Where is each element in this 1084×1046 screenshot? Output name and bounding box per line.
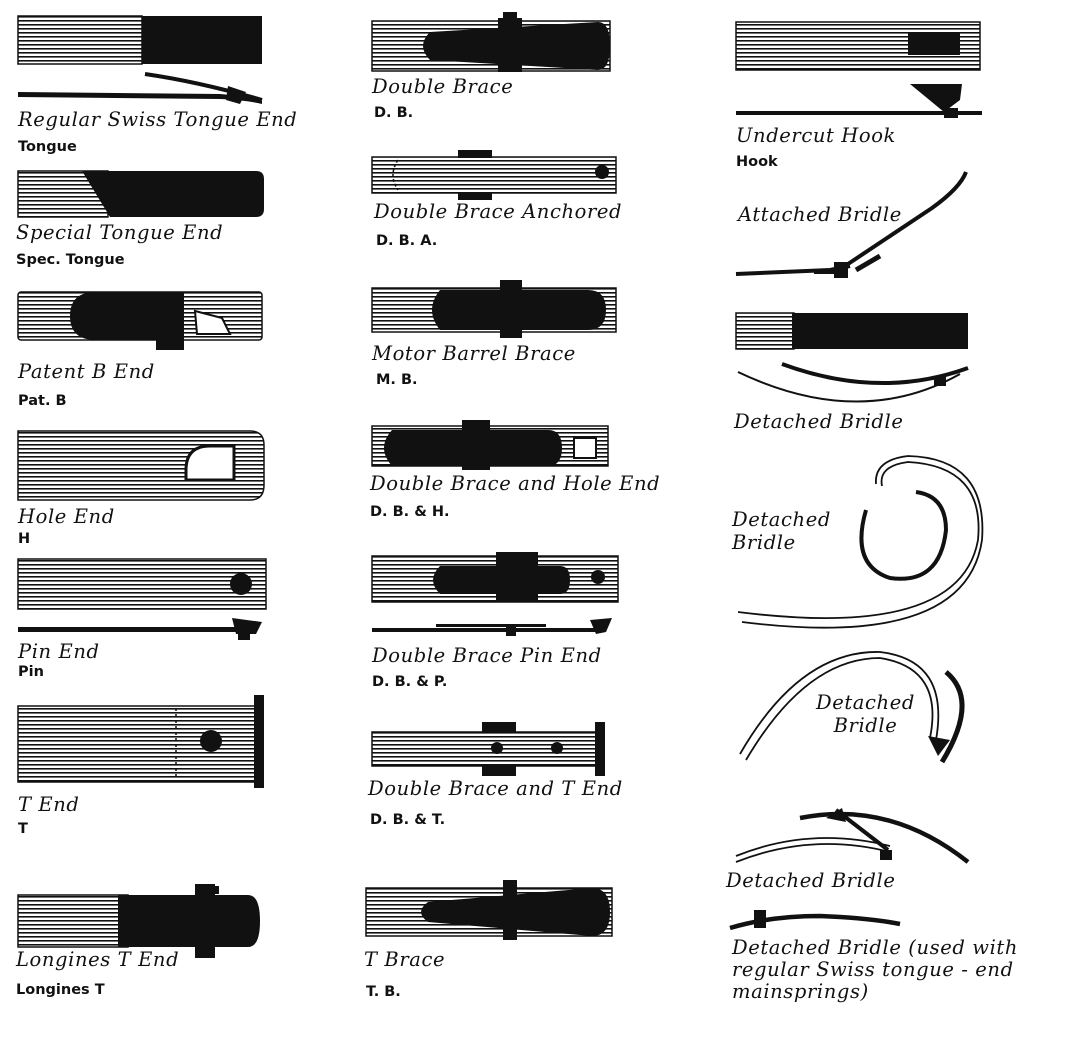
item-name: Detached Bridle (used with regular Swiss… <box>732 936 1019 1003</box>
item-abbreviation: Pin <box>18 664 44 680</box>
item-abbreviation: T <box>18 821 28 837</box>
double-brace-hole-end-illustration <box>371 420 609 470</box>
double-brace-illustration <box>371 12 611 72</box>
item-abbreviation: Hook <box>736 154 778 170</box>
detached-bridle-illustration-1 <box>735 312 969 403</box>
double-brace-t-end-illustration <box>371 722 605 776</box>
item-abbreviation: D. B. & P. <box>372 674 448 690</box>
detached-bridle-illustration-3 <box>739 651 965 764</box>
item-name: Detached Bridle <box>734 410 904 433</box>
item-abbreviation: Spec. Tongue <box>16 252 125 268</box>
item-name: Detached Bridle <box>726 869 896 892</box>
item-abbreviation: Tongue <box>18 139 77 155</box>
item-name: T Brace <box>364 948 446 971</box>
item-name: Regular Swiss Tongue End <box>18 108 298 131</box>
undercut-hook-illustration <box>735 21 982 118</box>
t-brace-illustration <box>365 880 613 940</box>
item-name: Longines T End <box>16 948 180 971</box>
item-name: Double Brace Anchored <box>374 200 623 223</box>
item-name: Special Tongue End <box>16 221 224 244</box>
item-name: Double Brace and T End <box>368 777 623 800</box>
item-abbreviation: D. B. & H. <box>370 504 450 520</box>
longines-t-end-illustration <box>17 884 260 958</box>
attached-bridle-illustration <box>735 171 968 278</box>
item-abbreviation: H <box>18 531 31 547</box>
item-abbreviation: Pat. B <box>18 393 67 409</box>
double-brace-anchored-illustration <box>371 150 617 200</box>
item-name: Double Brace Pin End <box>372 644 602 667</box>
item-name: Pin End <box>18 640 100 663</box>
item-name: Attached Bridle <box>738 203 902 226</box>
item-abbreviation: T. B. <box>366 984 401 1000</box>
detached-bridle-illustration-5 <box>729 910 901 931</box>
item-name: Double Brace <box>372 75 514 98</box>
item-name: Patent B End <box>18 360 155 383</box>
motor-barrel-brace-illustration <box>371 280 617 338</box>
detached-bridle-illustration-4 <box>735 808 970 864</box>
item-abbreviation: M. B. <box>376 372 418 388</box>
double-brace-pin-end-illustration <box>371 552 619 636</box>
tongue-end-illustration <box>17 15 263 104</box>
patent-b-end-illustration <box>17 291 263 350</box>
item-name: T End <box>18 793 80 816</box>
item-name: Detached Bridle <box>816 691 915 737</box>
hole-end-illustration <box>17 430 265 501</box>
item-name: Double Brace and Hole End <box>370 472 661 495</box>
item-abbreviation: D. B. <box>374 105 414 121</box>
item-abbreviation: D. B. & T. <box>370 812 446 828</box>
item-abbreviation: D. B. A. <box>376 233 438 249</box>
special-tongue-end-illustration <box>17 170 264 218</box>
item-name: Motor Barrel Brace <box>372 342 576 365</box>
item-name: Hole End <box>18 505 115 528</box>
item-name: Detached Bridle <box>732 508 831 554</box>
item-name: Undercut Hook <box>736 124 896 147</box>
item-abbreviation: Longines T <box>16 982 105 998</box>
t-end-illustration <box>17 695 264 788</box>
pin-end-illustration <box>17 558 267 640</box>
detached-bridle-illustration-2 <box>737 455 984 629</box>
